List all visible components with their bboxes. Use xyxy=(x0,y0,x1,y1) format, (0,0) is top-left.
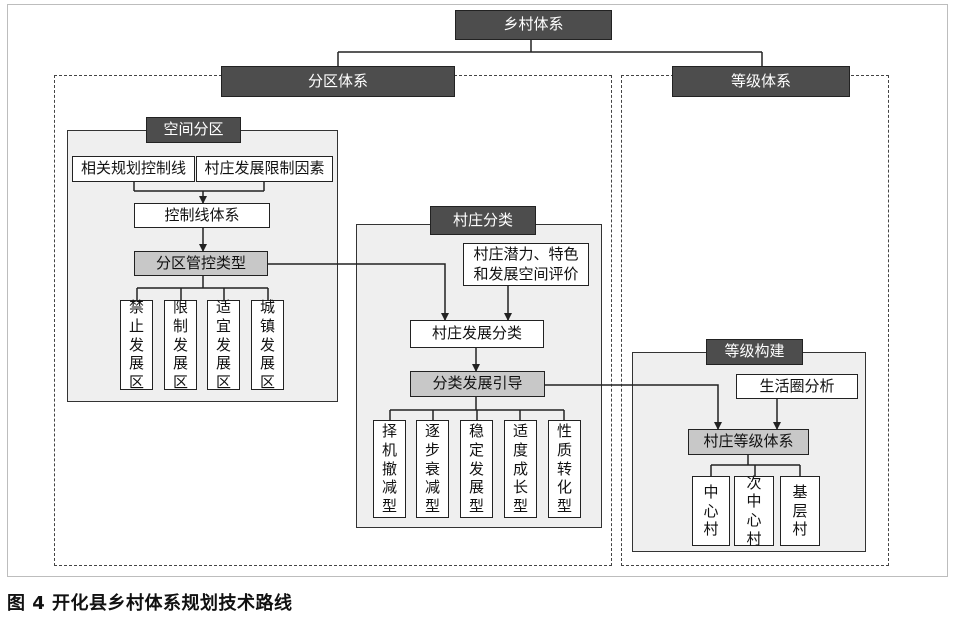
planning-control-lines-box: 相关规划控制线 xyxy=(72,156,195,182)
village-evaluation-box: 村庄潜力、特色和发展空间评价 xyxy=(463,243,589,286)
figure-frame xyxy=(7,4,948,577)
village-type-2: 逐步衰减型 xyxy=(416,420,449,518)
development-constraints-box: 村庄发展限制因素 xyxy=(196,156,333,182)
grade-sub-central-village: 次中心村 xyxy=(734,474,774,548)
zoning-system-header: 分区体系 xyxy=(221,66,455,97)
zone-urban: 城镇发展区 xyxy=(251,298,284,391)
grade-system-header: 等级体系 xyxy=(672,66,850,97)
grade-basic-village: 基层村 xyxy=(780,476,820,546)
control-line-system-box: 控制线体系 xyxy=(134,203,270,228)
village-type-1: 择机撤减型 xyxy=(373,420,406,518)
grade-building-header: 等级构建 xyxy=(706,339,803,365)
village-type-5: 性质转化型 xyxy=(548,420,581,518)
figure-caption: 图 4 开化县乡村体系规划技术路线 xyxy=(7,593,293,614)
space-zoning-header: 空间分区 xyxy=(146,117,241,143)
zone-prohibited: 禁止发展区 xyxy=(120,298,153,391)
village-type-3: 稳定发展型 xyxy=(460,420,493,518)
zone-suitable: 适宜发展区 xyxy=(207,298,240,391)
village-type-4: 适度成长型 xyxy=(504,420,537,518)
village-development-classification-box: 村庄发展分类 xyxy=(410,320,544,348)
rural-system-title: 乡村体系 xyxy=(455,10,612,40)
life-circle-analysis-box: 生活圈分析 xyxy=(736,374,858,399)
grade-central-village: 中心村 xyxy=(692,476,730,546)
zone-restricted: 限制发展区 xyxy=(164,298,197,391)
classified-development-guidance-box: 分类发展引导 xyxy=(410,371,545,397)
village-grade-system-box: 村庄等级体系 xyxy=(688,429,809,455)
zoning-control-type-box: 分区管控类型 xyxy=(134,251,268,276)
village-classification-header: 村庄分类 xyxy=(430,206,536,235)
